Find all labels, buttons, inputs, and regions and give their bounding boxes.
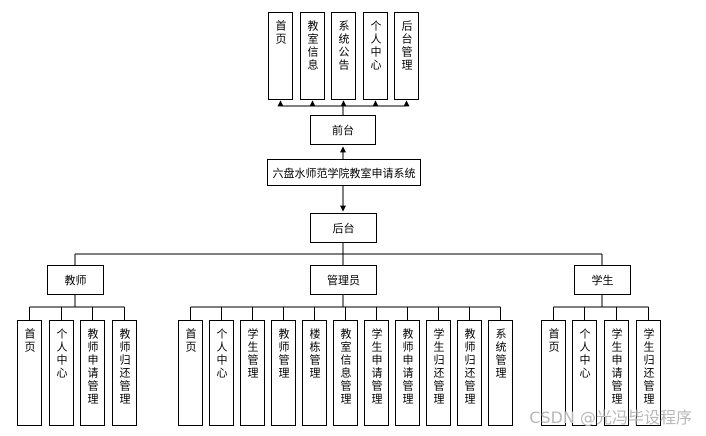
admin-module-profile: 个人中心 — [209, 320, 234, 426]
student-module-label: 首页 — [547, 328, 560, 354]
admin-module-label: 系统管理 — [494, 328, 507, 380]
admin-module-label: 学生申请管理 — [370, 328, 383, 406]
admin-module-label: 个人中心 — [215, 328, 228, 380]
admin-module-teacher-apply-mgmt: 教师申请管理 — [395, 320, 420, 426]
teacher-module-home: 首页 — [17, 320, 42, 426]
student-module-profile: 个人中心 — [572, 320, 597, 426]
admin-module-student-mgmt: 学生管理 — [240, 320, 265, 426]
backend-node: 后台 — [310, 213, 377, 243]
role-admin: 管理员 — [310, 265, 377, 295]
teacher-module-label: 个人中心 — [55, 328, 68, 380]
frontend-module-announcement: 系统公告 — [331, 12, 356, 100]
frontend-module-label: 个人中心 — [369, 20, 382, 72]
frontend-module-admin: 后台管理 — [394, 12, 419, 100]
admin-module-label: 教室信息管理 — [339, 328, 352, 406]
admin-module-student-return-mgmt: 学生归还管理 — [426, 320, 451, 426]
student-module-return: 学生归还管理 — [636, 320, 661, 426]
teacher-module-label: 教师归还管理 — [118, 328, 131, 406]
student-module-label: 个人中心 — [578, 328, 591, 380]
admin-module-label: 教师申请管理 — [401, 328, 414, 406]
admin-module-label: 教师管理 — [277, 328, 290, 380]
teacher-module-profile: 个人中心 — [49, 320, 74, 426]
student-module-apply: 学生申请管理 — [604, 320, 629, 426]
admin-module-label: 首页 — [184, 328, 197, 354]
admin-module-building-mgmt: 楼栋管理 — [302, 320, 327, 426]
admin-module-home: 首页 — [178, 320, 203, 426]
frontend-node: 前台 — [310, 115, 376, 145]
student-module-home: 首页 — [541, 320, 566, 426]
frontend-module-profile: 个人中心 — [363, 12, 388, 100]
system-title-node: 六盘水师范学院教室申请系统 — [267, 159, 421, 186]
teacher-module-apply: 教师申请管理 — [80, 320, 105, 426]
frontend-module-label: 教室信息 — [306, 20, 319, 72]
admin-module-label: 学生管理 — [246, 328, 259, 380]
admin-module-label: 楼栋管理 — [308, 328, 321, 380]
role-teacher: 教师 — [47, 265, 104, 295]
frontend-module-home: 首页 — [268, 12, 293, 100]
student-module-label: 学生申请管理 — [610, 328, 623, 406]
teacher-module-label: 教师申请管理 — [86, 328, 99, 406]
frontend-module-label: 首页 — [274, 20, 287, 46]
teacher-module-return: 教师归还管理 — [112, 320, 137, 426]
admin-module-system-mgmt: 系统管理 — [488, 320, 513, 426]
admin-module-teacher-return-mgmt: 教师归还管理 — [457, 320, 482, 426]
teacher-module-label: 首页 — [23, 328, 36, 354]
frontend-module-label: 系统公告 — [337, 20, 350, 72]
watermark: CSDN @光冯毕设程序 — [529, 408, 692, 427]
admin-module-label: 教师归还管理 — [463, 328, 476, 406]
role-student: 学生 — [574, 265, 631, 295]
student-module-label: 学生归还管理 — [642, 328, 655, 406]
frontend-module-classroom-info: 教室信息 — [300, 12, 325, 100]
admin-module-classroom-info-mgmt: 教室信息管理 — [333, 320, 358, 426]
frontend-module-label: 后台管理 — [400, 20, 413, 72]
admin-module-teacher-mgmt: 教师管理 — [271, 320, 296, 426]
admin-module-student-apply-mgmt: 学生申请管理 — [364, 320, 389, 426]
admin-module-label: 学生归还管理 — [432, 328, 445, 406]
